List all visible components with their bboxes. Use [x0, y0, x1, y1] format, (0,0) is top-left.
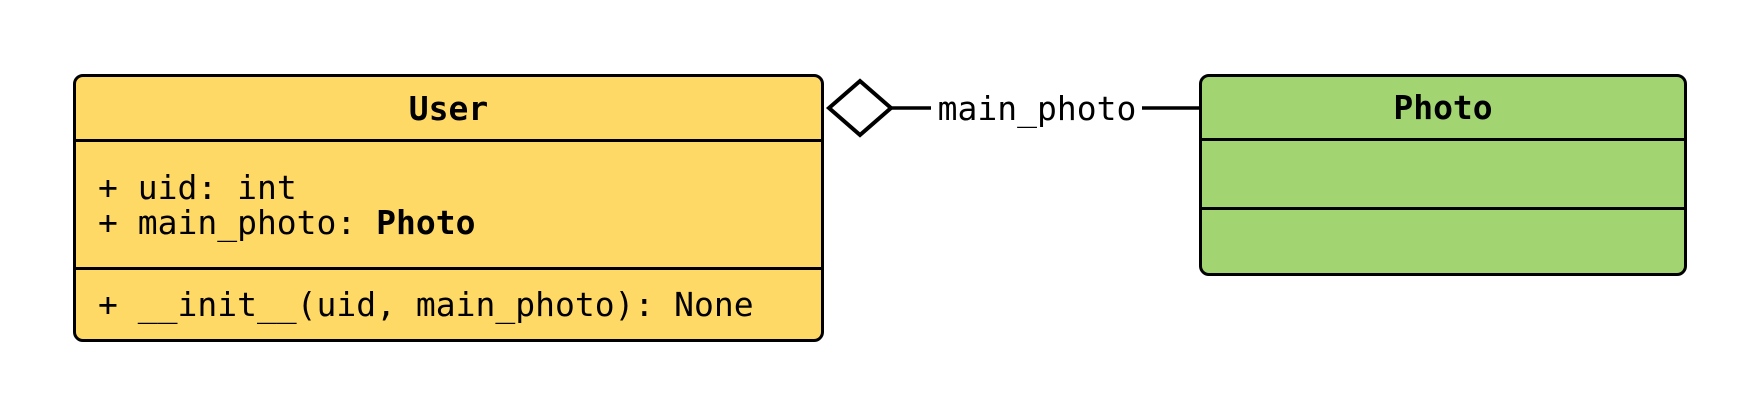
attribute-type: Photo	[376, 202, 476, 242]
photo-methods-section	[1202, 207, 1684, 273]
photo-title-section: Photo	[1202, 77, 1684, 138]
class-node-user: User + uid: int + main_photo: Photo + __…	[73, 74, 824, 342]
class-name-photo: Photo	[1393, 88, 1493, 127]
aggregation-connector	[825, 78, 1200, 138]
method-line: + __init__(uid, main_photo): None	[98, 285, 754, 324]
attribute-text: + uid:	[98, 167, 238, 207]
user-methods-section: + __init__(uid, main_photo): None	[76, 267, 821, 339]
attribute-text: + main_photo:	[98, 202, 377, 242]
photo-attributes-section	[1202, 138, 1684, 207]
attribute-line: + main_photo: Photo	[98, 205, 821, 240]
aggregation-diamond-icon	[825, 78, 895, 138]
relation-label: main_photo	[937, 89, 1137, 128]
attribute-line: + uid: int	[98, 170, 821, 205]
class-name-user: User	[408, 88, 489, 128]
attribute-type: int	[237, 167, 297, 207]
user-title-section: User	[76, 77, 821, 139]
class-node-photo: Photo	[1199, 74, 1687, 276]
user-attributes-section: + uid: int + main_photo: Photo	[76, 139, 821, 267]
